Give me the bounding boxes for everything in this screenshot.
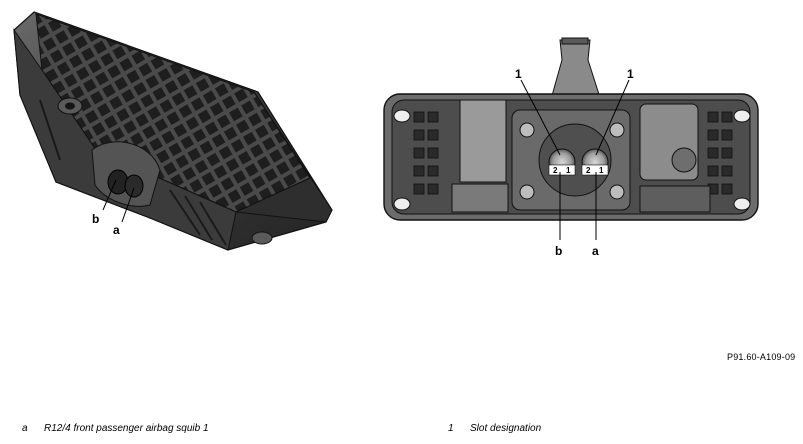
- pin-label-left-2: 2: [553, 166, 558, 175]
- pin-label-right-1: 1: [599, 166, 604, 175]
- callout-label-b-left: b: [92, 212, 99, 226]
- pin-label-left-1: 1: [566, 166, 571, 175]
- callout-label-a-left: a: [113, 223, 120, 237]
- callout-label-1-left: 1: [515, 67, 522, 81]
- callout-label-a-right: a: [592, 244, 599, 258]
- control-unit-top-view: 2 1 2 1 1 1 b a: [383, 37, 759, 258]
- figure-reference: P91.60-A109-09: [727, 352, 796, 362]
- mounting-holes: [393, 109, 751, 211]
- legend-entry-1: 1 Slot designation: [448, 423, 541, 434]
- callout-label-1-right: 1: [627, 67, 634, 81]
- callout-label-b-right: b: [555, 244, 562, 258]
- legend-entry-a: a R12/4 front passenger airbag squib 1: [22, 423, 209, 434]
- legend-key: a: [22, 423, 28, 434]
- legend-text: R12/4 front passenger airbag squib 1: [44, 423, 209, 434]
- legend-key: 1: [448, 423, 454, 434]
- control-unit-perspective-view: b a: [13, 11, 333, 251]
- pin-label-right-2: 2: [586, 166, 591, 175]
- legend-text: Slot designation: [470, 423, 542, 434]
